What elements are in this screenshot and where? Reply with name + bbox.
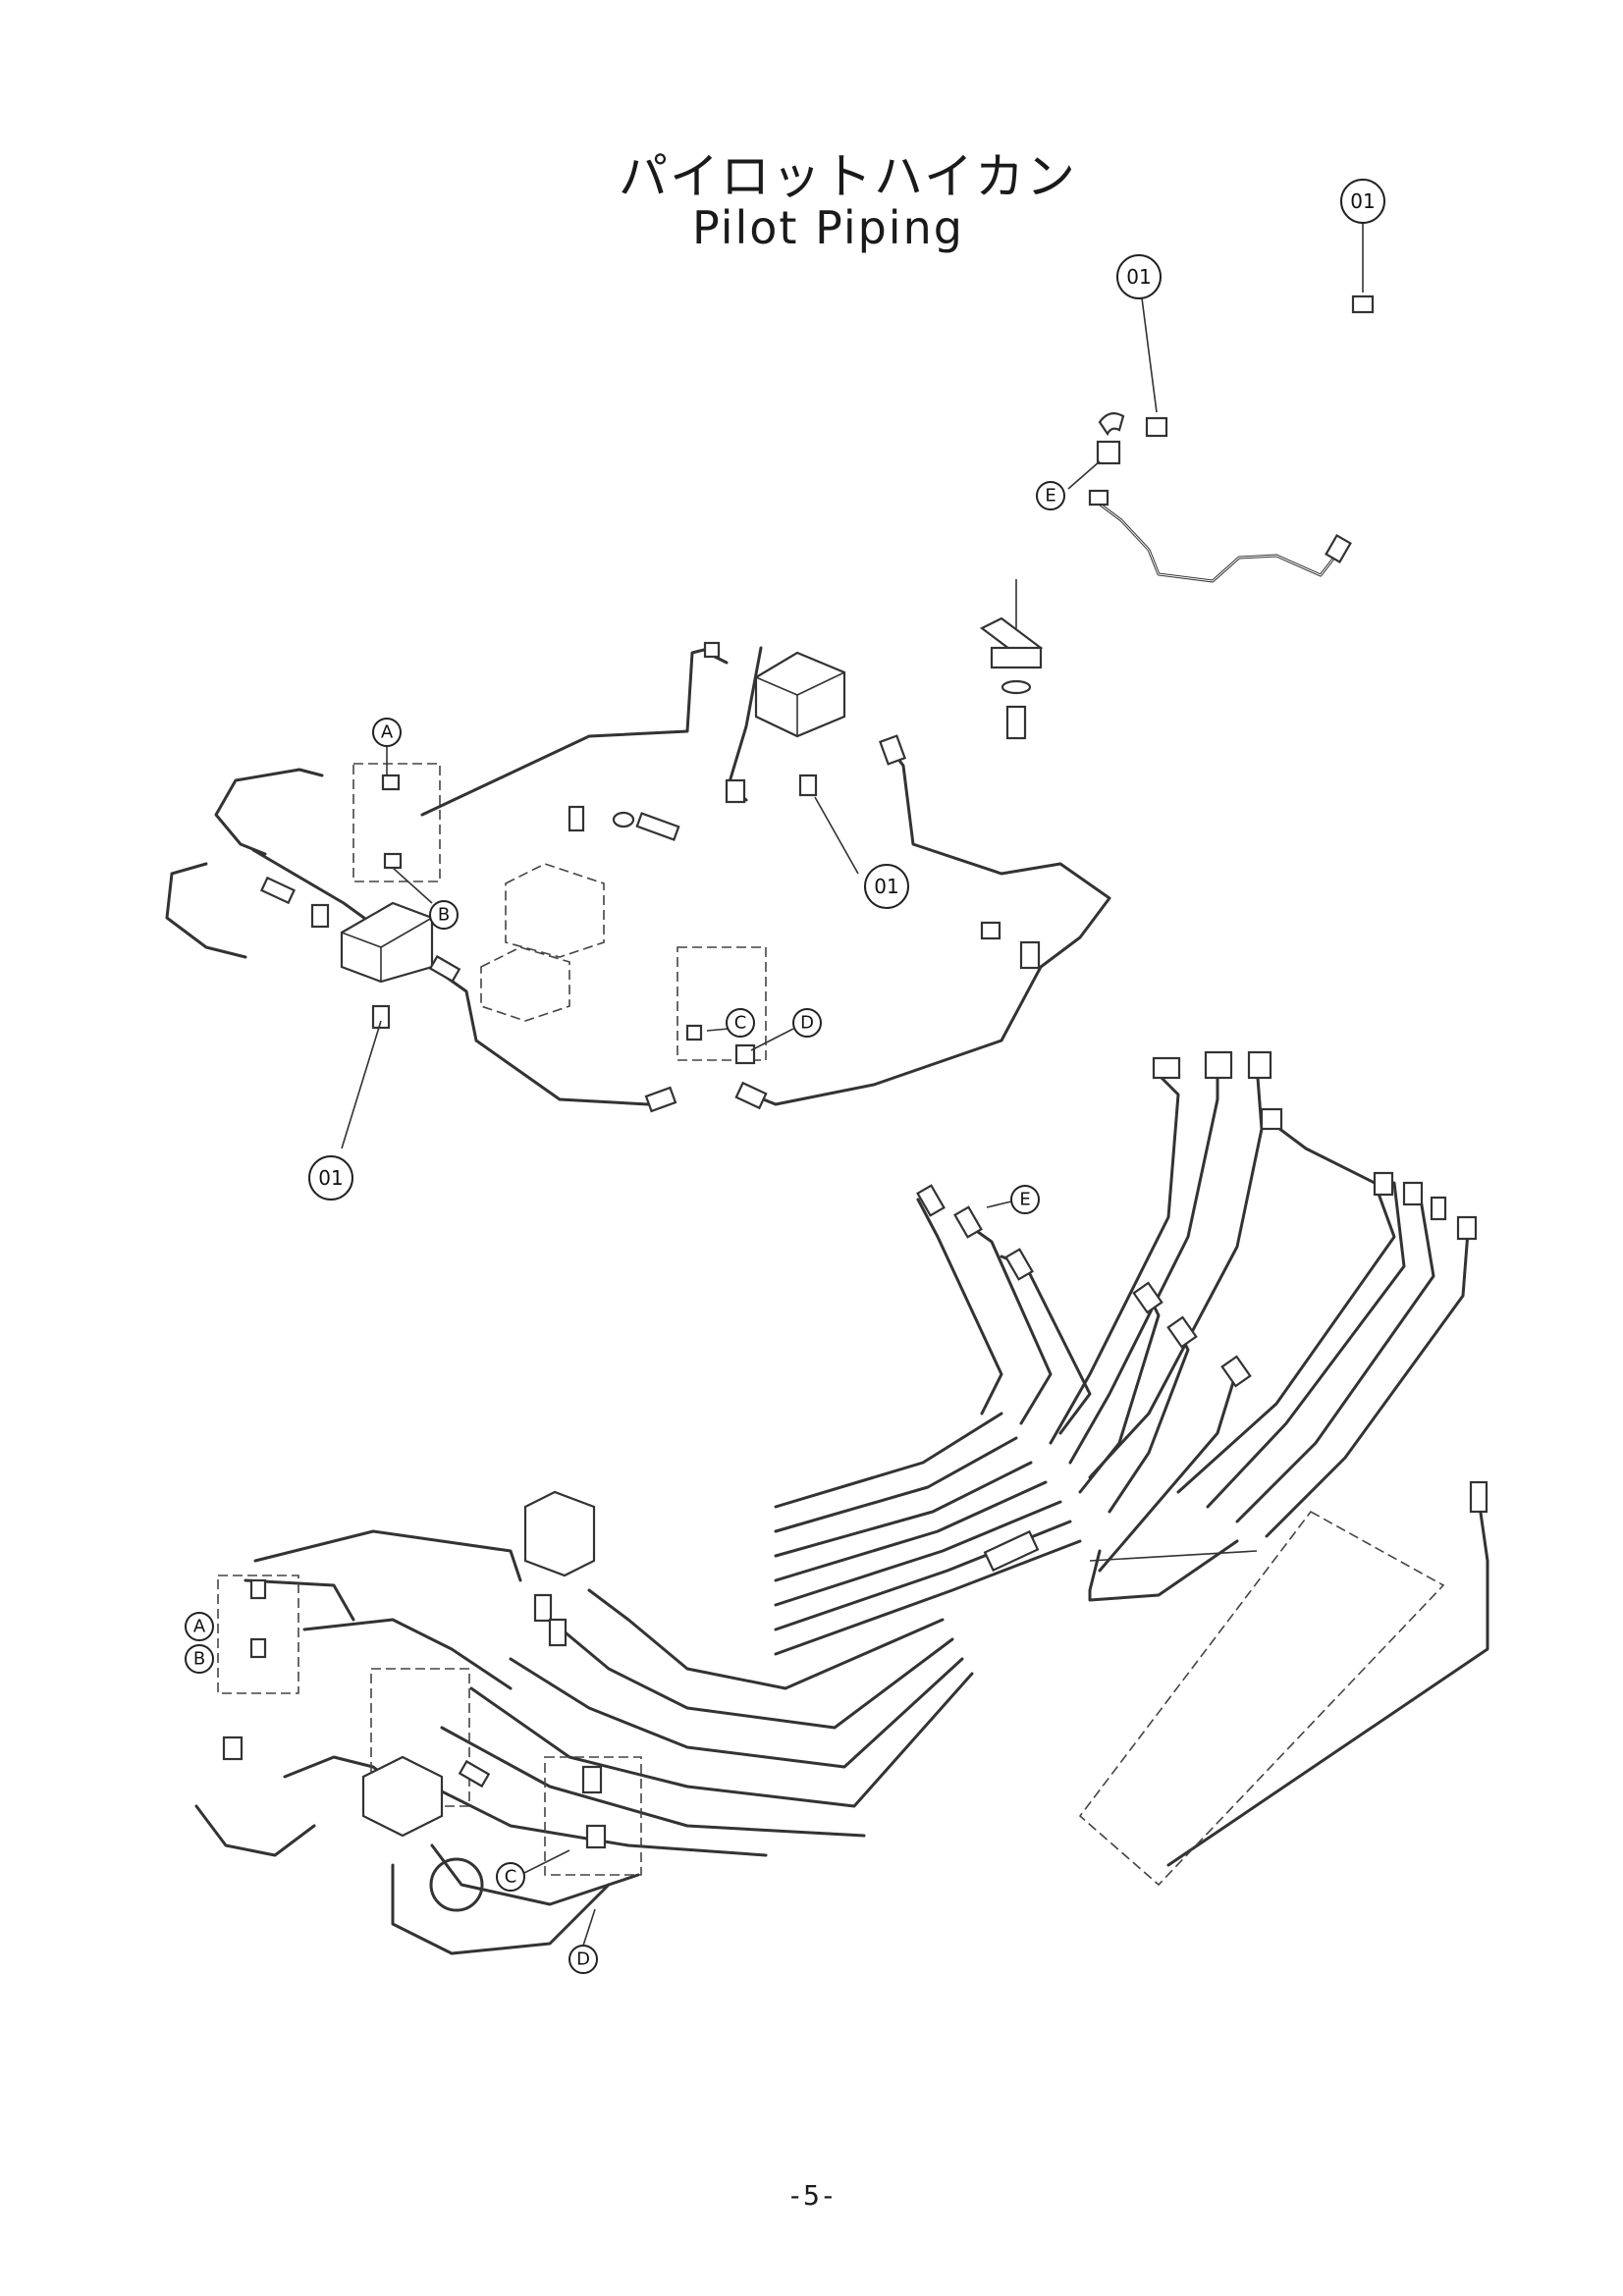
fitting xyxy=(1430,1196,1447,1221)
valve-block-lower-2 xyxy=(361,1755,444,1838)
callout-label: B xyxy=(438,905,450,926)
fitting-plug xyxy=(1351,294,1375,314)
fitting xyxy=(1152,1056,1181,1080)
fitting xyxy=(1204,1050,1233,1080)
callout-label: 01 xyxy=(318,1166,343,1190)
washer xyxy=(612,811,635,828)
callout-label: A xyxy=(193,1617,206,1637)
lower-pipe-bundle xyxy=(194,1050,1489,1955)
fitting xyxy=(548,1618,568,1647)
fitting xyxy=(734,1081,768,1110)
bolt xyxy=(635,812,680,841)
fitting xyxy=(685,1024,703,1041)
callout-a-lower: A xyxy=(185,1612,214,1641)
fitting xyxy=(1019,940,1041,970)
phantom-box-lower-a xyxy=(217,1575,299,1694)
callout-e-lower: E xyxy=(986,1185,1040,1214)
callout-01-top-right: 01 xyxy=(1340,179,1385,224)
fitting xyxy=(953,1205,983,1239)
fitting xyxy=(1456,1215,1478,1241)
phantom-box-2 xyxy=(480,946,570,1022)
fitting-end xyxy=(1325,533,1352,564)
fitting xyxy=(310,903,330,929)
callout-label: D xyxy=(576,1949,590,1970)
fitting xyxy=(533,1593,553,1623)
fitting xyxy=(371,1004,391,1030)
callout-b-lower: B xyxy=(185,1644,214,1674)
upper-pipe-assembly xyxy=(165,641,1111,1149)
fitting xyxy=(734,1043,756,1065)
page-number: -5- xyxy=(786,2179,837,2212)
phantom-box-1 xyxy=(505,863,605,958)
fitting xyxy=(222,1735,243,1761)
fitting xyxy=(249,1578,267,1600)
fitting-tee xyxy=(1096,440,1121,465)
detail-pipe-e xyxy=(1088,489,1352,583)
fitting xyxy=(1166,1315,1198,1349)
fitting xyxy=(249,1637,267,1659)
fitting-elbow xyxy=(1088,489,1109,507)
fitting xyxy=(1402,1181,1424,1206)
valve-block-lower xyxy=(523,1490,596,1577)
valve-block-b xyxy=(340,901,434,984)
callout-01-left: 01 xyxy=(308,1155,353,1201)
phantom-box-lower-c xyxy=(544,1756,642,1876)
callout-01-upper: 01 xyxy=(1116,254,1162,299)
fitting xyxy=(703,641,721,659)
fitting xyxy=(259,876,297,905)
fitting xyxy=(1132,1281,1163,1314)
fitting xyxy=(980,921,1001,940)
fitting xyxy=(916,1184,946,1217)
valve-block-top xyxy=(754,651,846,738)
callout-c-lower: C xyxy=(496,1849,570,1892)
phantom-box-c xyxy=(676,946,767,1061)
callout-label: A xyxy=(381,722,394,743)
callout-e-upper: E xyxy=(1036,481,1065,510)
page-title-japanese: パイロットハイカン xyxy=(619,148,1077,205)
page-title-english: Pilot Piping xyxy=(692,201,964,254)
callout-label: C xyxy=(734,1013,747,1034)
callout-label: B xyxy=(193,1649,205,1670)
callout-d-lower: D xyxy=(568,1908,598,1974)
union-fitting xyxy=(983,1529,1040,1573)
callout-label: E xyxy=(1045,486,1055,507)
fitting xyxy=(428,954,461,984)
detail-fittings-top xyxy=(1067,224,1375,490)
callout-label: C xyxy=(505,1867,517,1888)
fitting xyxy=(381,774,401,791)
fitting xyxy=(1373,1171,1394,1197)
callout-label: 01 xyxy=(1350,189,1375,213)
fitting xyxy=(725,778,746,804)
fitting-end xyxy=(1469,1480,1488,1514)
phantom-plate xyxy=(1078,1510,1445,1887)
fitting xyxy=(458,1759,491,1789)
callout-01-mid: 01 xyxy=(864,864,909,909)
callout-b-upper: B xyxy=(429,900,459,930)
fitting-plug xyxy=(1145,416,1168,438)
clamp-assembly xyxy=(979,579,1044,740)
callout-label: 01 xyxy=(1126,265,1151,289)
fitting xyxy=(1247,1050,1272,1080)
callout-d-upper: D xyxy=(792,1008,822,1038)
fitting xyxy=(798,774,818,797)
fitting xyxy=(644,1086,677,1113)
clamp-small xyxy=(568,805,585,832)
fitting xyxy=(1004,1248,1034,1281)
fitting xyxy=(383,852,403,870)
fitting xyxy=(879,734,906,766)
callout-c-upper: C xyxy=(726,1008,755,1038)
fitting xyxy=(581,1765,603,1794)
fitting xyxy=(1260,1107,1283,1131)
callout-label: D xyxy=(800,1013,814,1034)
callout-label: E xyxy=(1019,1190,1030,1210)
fitting xyxy=(585,1824,607,1849)
fitting xyxy=(1220,1355,1252,1388)
callout-label: 01 xyxy=(874,875,898,898)
callout-a-upper: A xyxy=(372,718,402,747)
